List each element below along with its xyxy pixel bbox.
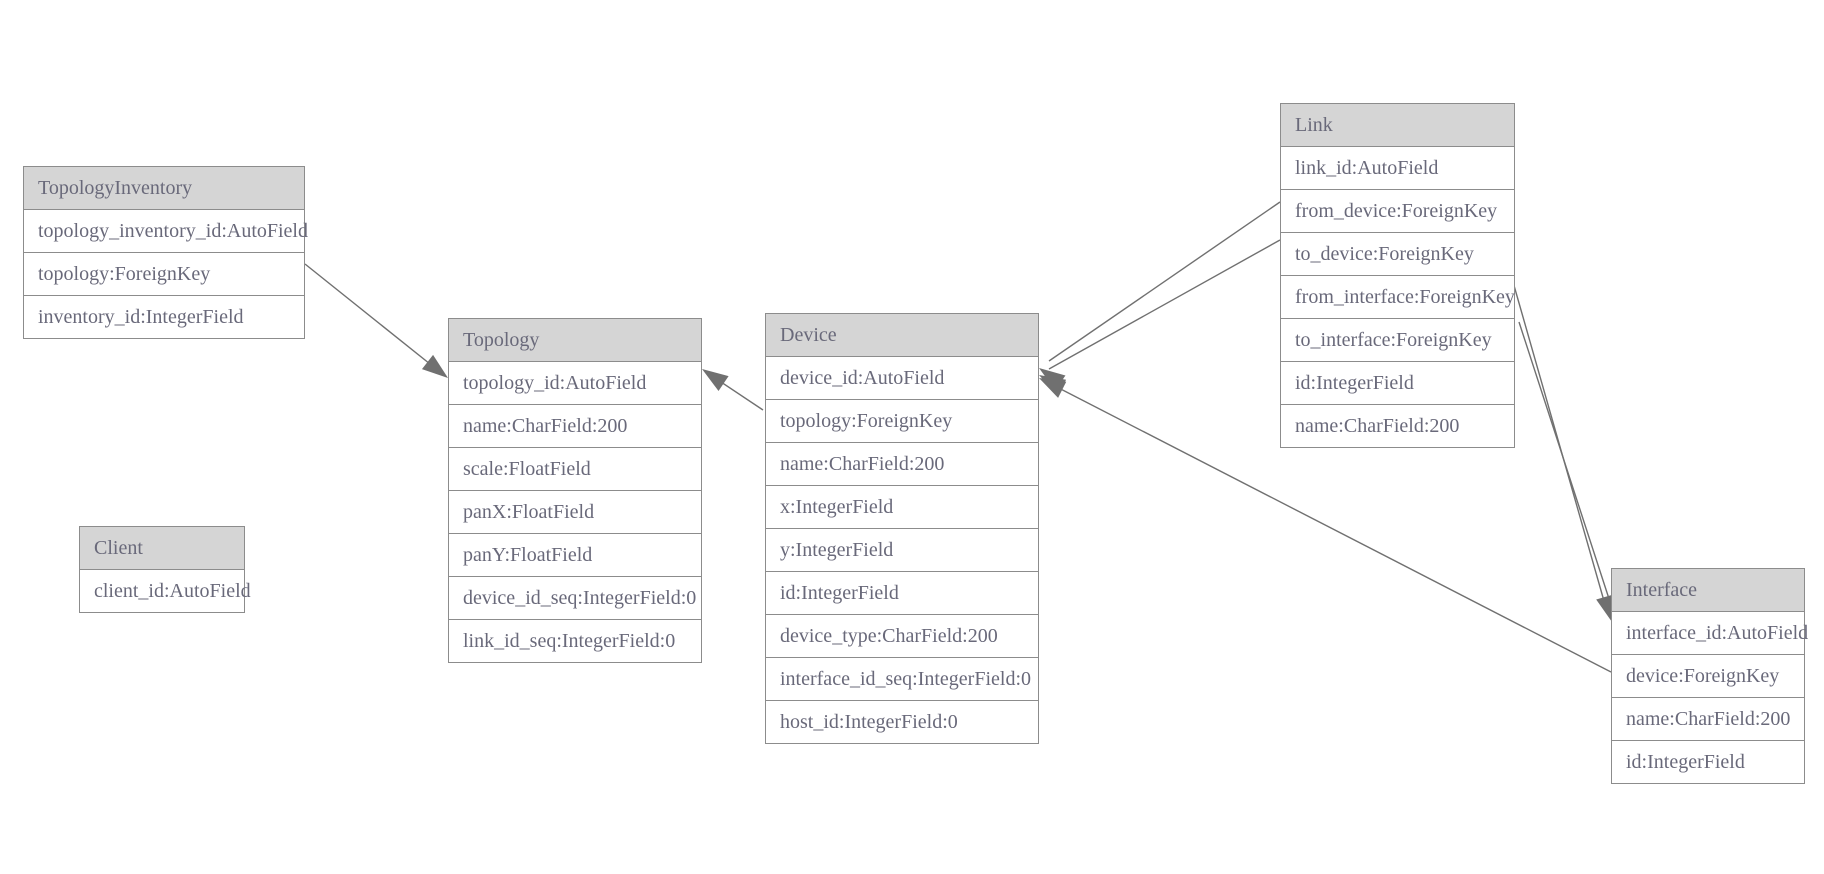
entity-fields-client: client_id:AutoField: [80, 570, 251, 612]
field-row[interactable]: interface_id_seq:IntegerField:0: [766, 657, 1038, 700]
field-row[interactable]: device_id_seq:IntegerField:0: [449, 576, 701, 619]
field-row[interactable]: name:CharField:200: [1281, 404, 1514, 447]
entity-title-link: Link: [1281, 104, 1514, 147]
relationship-line: [1048, 239, 1281, 370]
field-row[interactable]: panY:FloatField: [449, 533, 701, 576]
field-row[interactable]: to_interface:ForeignKey: [1281, 318, 1514, 361]
relationship-line: [1048, 201, 1281, 362]
relationship-arrowhead: [1039, 375, 1067, 396]
field-row[interactable]: client_id:AutoField: [80, 570, 251, 612]
relationship-line: [1518, 321, 1613, 609]
relationship-line: [1512, 281, 1607, 609]
field-row[interactable]: id:IntegerField: [1281, 361, 1514, 404]
field-row[interactable]: from_interface:ForeignKey: [1281, 275, 1515, 318]
field-row[interactable]: topology:ForeignKey: [24, 252, 304, 295]
relationship-rel-link-to-device: [1039, 239, 1281, 396]
relationship-line: [711, 375, 764, 411]
field-row[interactable]: name:CharField:200: [1612, 697, 1804, 740]
field-row[interactable]: device_id:AutoField: [766, 357, 1038, 399]
field-row[interactable]: from_device:ForeignKey: [1281, 189, 1514, 232]
field-row[interactable]: interface_id:AutoField: [1612, 612, 1808, 654]
field-row[interactable]: link_id_seq:IntegerField:0: [449, 619, 701, 662]
field-row[interactable]: device:ForeignKey: [1612, 654, 1804, 697]
relationship-rel-device-topology: [702, 369, 764, 411]
entity-title-topology: Topology: [449, 319, 701, 362]
relationship-line: [304, 263, 441, 373]
relationship-rel-link-to-interface: [1518, 321, 1618, 622]
relationship-arrowhead: [1039, 378, 1067, 398]
field-row[interactable]: device_type:CharField:200: [766, 614, 1038, 657]
field-row[interactable]: scale:FloatField: [449, 447, 701, 490]
entity-title-interface: Interface: [1612, 569, 1804, 612]
relationship-rel-link-from-device: [1039, 201, 1281, 391]
relationship-rel-topologyinventory-topology: [304, 263, 448, 378]
field-row[interactable]: host_id:IntegerField:0: [766, 700, 1038, 743]
field-row[interactable]: id:IntegerField: [1612, 740, 1804, 783]
field-row[interactable]: panX:FloatField: [449, 490, 701, 533]
field-row[interactable]: x:IntegerField: [766, 485, 1038, 528]
field-row[interactable]: name:CharField:200: [449, 404, 701, 447]
field-row[interactable]: link_id:AutoField: [1281, 147, 1514, 189]
relationship-rel-link-from-interface: [1512, 281, 1614, 622]
field-row[interactable]: topology_id:AutoField: [449, 362, 701, 404]
field-row[interactable]: topology_inventory_id:AutoField: [24, 210, 308, 252]
field-row[interactable]: inventory_id:IntegerField: [24, 295, 304, 338]
field-row[interactable]: name:CharField:200: [766, 442, 1038, 485]
entity-title-device: Device: [766, 314, 1038, 357]
field-row[interactable]: topology:ForeignKey: [766, 399, 1038, 442]
entity-title-client: Client: [80, 527, 244, 570]
field-row[interactable]: to_device:ForeignKey: [1281, 232, 1514, 275]
field-row[interactable]: y:IntegerField: [766, 528, 1038, 571]
field-row[interactable]: id:IntegerField: [766, 571, 1038, 614]
entity-title-topology_inventory: TopologyInventory: [24, 167, 304, 210]
